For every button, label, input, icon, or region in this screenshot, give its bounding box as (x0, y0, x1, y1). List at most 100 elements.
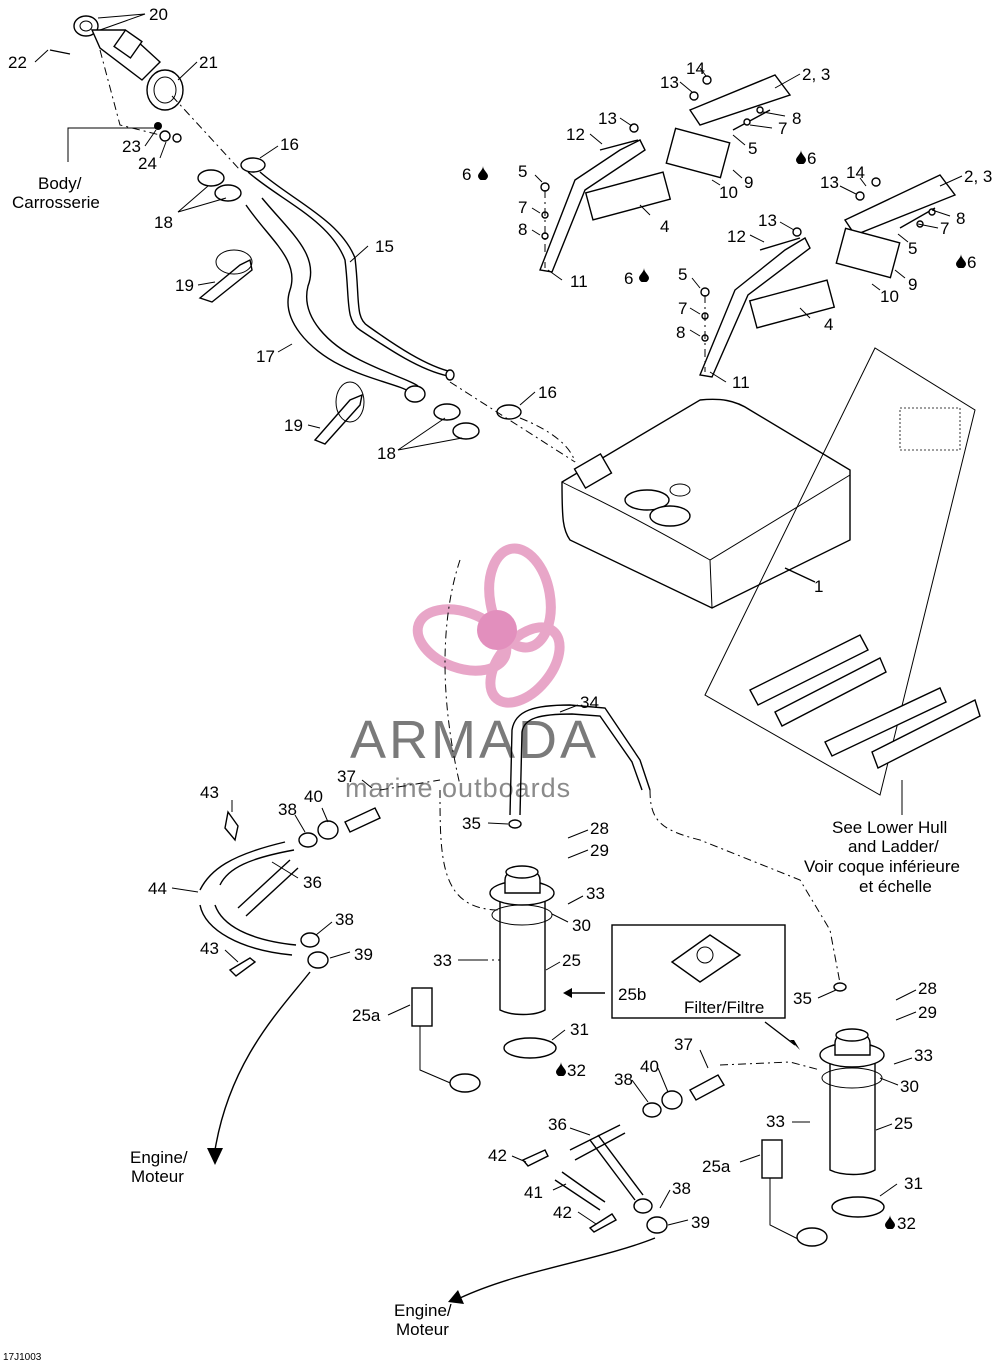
filter-label: Filter/Filtre (684, 998, 764, 1017)
callout: 7 (518, 198, 527, 217)
engine-label: Engine/ (394, 1301, 452, 1320)
callout: 12 (566, 125, 585, 144)
filler-neck-assembly (49, 15, 576, 463)
callout: 42 (553, 1203, 572, 1222)
callout: 13 (660, 73, 679, 92)
watermark-tagline: marine outboards (345, 773, 571, 803)
callout: 30 (900, 1077, 919, 1096)
callout: 5 (678, 265, 687, 284)
callout: 25a (702, 1157, 731, 1176)
callout: 9 (908, 275, 917, 294)
callout: 14 (846, 163, 865, 182)
callout: 2, 3 (964, 167, 992, 186)
callout: 30 (572, 916, 591, 935)
callout: 39 (691, 1213, 710, 1232)
lower-hull-note: et échelle (859, 877, 932, 896)
callout: 12 (727, 227, 746, 246)
callout: 23 (122, 137, 141, 156)
callout: 25 (894, 1114, 913, 1133)
lower-hull-note: Voir coque inférieure (804, 857, 960, 876)
callout: 36 (303, 873, 322, 892)
callout: 33 (586, 884, 605, 903)
callout: 5 (518, 162, 527, 181)
callout: 40 (304, 787, 323, 806)
body-label: Body/ (38, 174, 82, 193)
callout: 38 (614, 1070, 633, 1089)
carrosserie-label: Carrosserie (12, 193, 100, 212)
callout: 29 (590, 841, 609, 860)
fuel-pump-left (379, 559, 651, 1093)
callout: 31 (570, 1020, 589, 1039)
callout: 29 (918, 1003, 937, 1022)
engine-label: Engine/ (130, 1148, 188, 1167)
callout: 35 (793, 989, 812, 1008)
lower-hull-note: See Lower Hull (832, 818, 947, 837)
callout: 33 (914, 1046, 933, 1065)
engine-label: Moteur (396, 1320, 449, 1339)
callout: 43 (200, 783, 219, 802)
callout: 4 (824, 315, 833, 334)
callout: 42 (488, 1146, 507, 1165)
callout: 31 (904, 1174, 923, 1193)
callout: 34 (580, 693, 599, 712)
callout: 33 (766, 1112, 785, 1131)
callout: 9 (744, 173, 753, 192)
callout: 21 (199, 53, 218, 72)
lubricant-drop-icon (796, 150, 806, 164)
callout: 36 (548, 1115, 567, 1134)
callout: 43 (200, 939, 219, 958)
callout: 37 (337, 767, 356, 786)
diagram-code: 17J1003 (3, 1352, 42, 1363)
callout: 7 (940, 219, 949, 238)
callout: 25b (618, 985, 646, 1004)
callout: 19 (175, 276, 194, 295)
callout: 6 (462, 165, 471, 184)
callout: 33 (433, 951, 452, 970)
callout: 7 (678, 299, 687, 318)
fuel-lines-left (199, 807, 381, 1165)
leader-lines (34, 13, 963, 1226)
callout: 28 (918, 979, 937, 998)
strap-assembly-lower (699, 174, 957, 378)
callout: 13 (598, 109, 617, 128)
callout: 10 (880, 287, 899, 306)
callout: 8 (792, 109, 801, 128)
callout: 16 (538, 383, 557, 402)
callout: 32 (567, 1061, 586, 1080)
engine-label: Moteur (131, 1167, 184, 1186)
callout: 13 (820, 173, 839, 192)
fuel-tank (561, 398, 851, 609)
callout: 2, 3 (802, 65, 830, 84)
callout: 5 (908, 239, 917, 258)
callout: 44 (148, 879, 167, 898)
callout: 24 (138, 154, 157, 173)
lubricant-drop-icon (478, 166, 488, 180)
callout: 11 (570, 272, 588, 291)
lower-hull-note: and Ladder/ (848, 837, 939, 856)
callout: 19 (284, 416, 303, 435)
callout: 6 (967, 253, 976, 272)
callout: 18 (377, 444, 396, 463)
callout: 8 (518, 220, 527, 239)
callout: 14 (686, 59, 705, 78)
callout: 39 (354, 945, 373, 964)
callout: 7 (778, 119, 787, 138)
callout: 4 (660, 217, 669, 236)
fuel-lines-right (448, 1074, 725, 1304)
callout: 1 (814, 577, 823, 596)
callout: 35 (462, 814, 481, 833)
callout: 5 (748, 139, 757, 158)
filter-detail (563, 924, 800, 1050)
callout: 32 (897, 1214, 916, 1233)
callout: 17 (256, 347, 275, 366)
fuel-pump-right (649, 789, 885, 1247)
callout: 16 (280, 135, 299, 154)
callout: 11 (732, 373, 750, 392)
callout: 37 (674, 1035, 693, 1054)
callout: 22 (8, 53, 27, 72)
callout: 15 (375, 237, 394, 256)
watermark-brand: ARMADA (350, 710, 599, 770)
lubricant-drop-icon (639, 268, 649, 282)
